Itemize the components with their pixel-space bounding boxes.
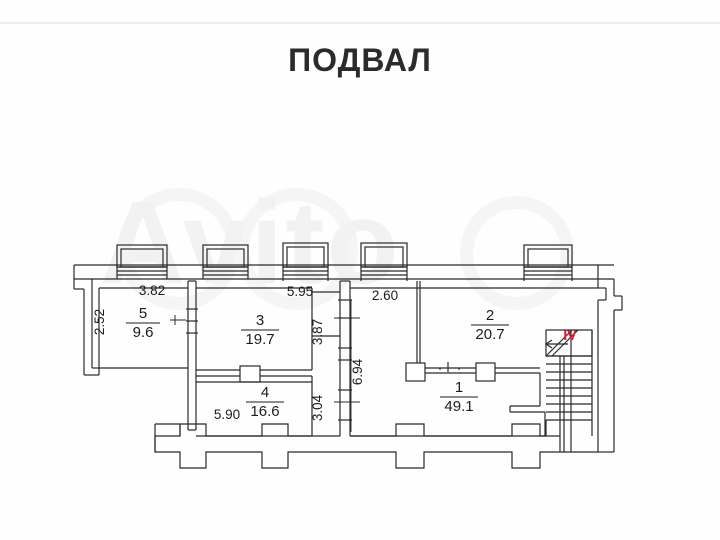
dimension-5-90: 5.90 [214, 407, 240, 422]
room-label-2: 2 20.7 [471, 307, 509, 343]
room-label-3: 3 19.7 [241, 312, 279, 348]
dimension-2-52: 2.52 [92, 309, 107, 335]
window-4 [360, 242, 408, 281]
dimension-6-94: 6.94 [350, 358, 365, 385]
room-label-1: 1 49.1 [440, 379, 478, 415]
top-divider [0, 22, 720, 24]
room-5-number: 5 [139, 305, 147, 322]
room-2-number: 2 [486, 307, 494, 324]
window-3 [282, 242, 329, 281]
room-4-number: 4 [261, 384, 269, 401]
window-2 [202, 244, 249, 279]
window-1 [116, 244, 168, 279]
stair-marker-iv: IV [563, 327, 577, 343]
room-1-area: 49.1 [444, 398, 473, 415]
room-1-number: 1 [455, 379, 463, 396]
dimension-3-04: 3.04 [310, 394, 325, 421]
room-3-area: 19.7 [245, 331, 274, 348]
room-3-number: 3 [256, 312, 264, 329]
dimension-2-60: 2.60 [372, 288, 398, 303]
room-label-5: 5 9.6 [126, 305, 160, 341]
room-2-area: 20.7 [475, 326, 504, 343]
dimension-3-82: 3.82 [139, 283, 165, 298]
page-title: ПОДВАЛ [288, 42, 432, 78]
room-4-area: 16.6 [250, 403, 279, 420]
dimension-3-87: 3.87 [310, 319, 325, 345]
staircase [544, 329, 593, 452]
room-5-area: 9.6 [133, 324, 154, 341]
window-5 [523, 244, 573, 281]
room-label-4: 4 16.6 [246, 384, 284, 420]
dimension-5-95: 5.95 [287, 284, 313, 299]
